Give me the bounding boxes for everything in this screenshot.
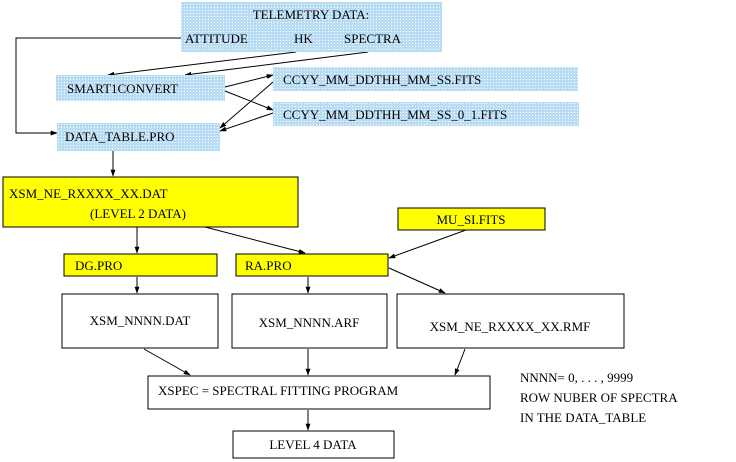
arrow-smart1convert-to-fits2 xyxy=(224,90,274,111)
telemetry-box: TELEMETRY DATA: ATTITUDE HK SPECTRA xyxy=(181,2,442,52)
xspec-box: XSPEC = SPECTRAL FITTING PROGRAM xyxy=(147,375,491,410)
level2-line2: (LEVEL 2 DATA) xyxy=(90,206,186,221)
dg-pro-box: DG.PRO xyxy=(63,253,218,277)
telemetry-spectra: SPECTRA xyxy=(344,31,402,46)
mu-si-label: MU_SI.FITS xyxy=(437,212,506,227)
arrow-fits1-to-data-table xyxy=(219,81,274,129)
xsm-rmf-box: XSM_NE_RXXXX_XX.RMF xyxy=(396,293,625,349)
arrow-smart1convert-to-fits1 xyxy=(224,74,274,88)
arrow-mu-si-to-ra-pro xyxy=(388,229,467,259)
level2-line1: XSM_NE_RXXXX_XX.DAT xyxy=(9,186,168,201)
level4-label: LEVEL 4 DATA xyxy=(269,437,357,452)
telemetry-hk: HK xyxy=(294,31,313,46)
smart1convert-box: SMART1CONVERT xyxy=(56,75,225,101)
data-table-pro-box: DATA_TABLE.PRO xyxy=(57,123,220,151)
note-line2: ROW NUBER OF SPECTRA xyxy=(520,390,678,405)
xsm-arf-label: XSM_NNNN.ARF xyxy=(259,315,360,330)
dg-pro-label: DG.PRO xyxy=(75,258,122,273)
xspec-label: XSPEC = SPECTRAL FITTING PROGRAM xyxy=(158,383,399,398)
xsm-dat-label: XSM_NNNN.DAT xyxy=(90,313,191,328)
note-line3: IN THE DATA_TABLE xyxy=(520,410,646,425)
fits-file-2-box: CCYY_MM_DDTHH_MM_SS_0_1.FITS xyxy=(273,102,579,126)
level2-box: XSM_NE_RXXXX_XX.DAT (LEVEL 2 DATA) xyxy=(2,176,299,228)
telemetry-title: TELEMETRY DATA: xyxy=(253,7,370,22)
arrow-spectra-to-smart1convert xyxy=(184,51,369,77)
fits-file-1-box: CCYY_MM_DDTHH_MM_SS.FITS xyxy=(273,67,578,91)
ra-pro-box: RA.PRO xyxy=(235,253,389,277)
smart1convert-label: SMART1CONVERT xyxy=(67,81,178,96)
note-line1: NNNN= 0, . . . , 9999 xyxy=(520,370,633,385)
mu-si-box: MU_SI.FITS xyxy=(397,207,546,231)
xsm-arf-box: XSM_NNNN.ARF xyxy=(231,293,388,349)
data-table-pro-label: DATA_TABLE.PRO xyxy=(65,129,175,144)
arrow-xsm-dat-to-xspec xyxy=(143,348,191,376)
xsm-rmf-label: XSM_NE_RXXXX_XX.RMF xyxy=(430,319,591,334)
telemetry-box-bg xyxy=(181,2,442,52)
xsm-dat-box: XSM_NNNN.DAT xyxy=(61,293,219,349)
arrow-hk-to-smart1convert xyxy=(107,51,297,77)
fits-file-2-label: CCYY_MM_DDTHH_MM_SS_0_1.FITS xyxy=(283,107,507,122)
arrow-level2-to-ra-pro xyxy=(204,226,306,254)
arrow-attitude-to-data-table xyxy=(15,37,182,136)
telemetry-attitude: ATTITUDE xyxy=(185,31,248,46)
level4-box: LEVEL 4 DATA xyxy=(232,430,395,459)
arrow-ra-pro-to-xsm-rmf xyxy=(388,267,446,294)
ra-pro-label: RA.PRO xyxy=(245,258,292,273)
arrow-xsm-rmf-to-xspec xyxy=(454,348,466,376)
arrow-fits2-to-data-table xyxy=(219,112,274,132)
connectors xyxy=(15,37,467,431)
fits-file-1-label: CCYY_MM_DDTHH_MM_SS.FITS xyxy=(283,72,481,87)
note: NNNN= 0, . . . , 9999 ROW NUBER OF SPECT… xyxy=(520,370,678,425)
